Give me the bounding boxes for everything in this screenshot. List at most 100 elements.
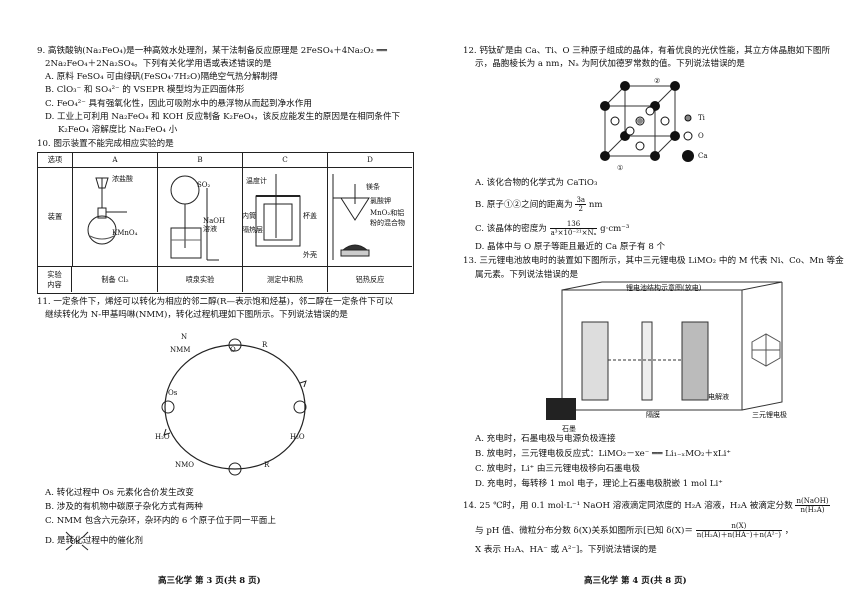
apparatus-c-drawing — [255, 174, 301, 247]
q11-option-b: B. 涉及的有机物中碳原子杂化方式有两种 — [45, 502, 203, 512]
legend-ti: Ti — [698, 114, 705, 122]
apparatus-d-drawing — [332, 174, 370, 260]
q14-stem2-text: 与 pH 值、微粒分布分数 δ(X)关系如图所示[已知 δ(X)＝ — [475, 526, 693, 536]
q14-stem-line1: 14. 25 ℃时，用 0.1 mol·L⁻¹ NaOH 溶液滴定同浓度的 H₂… — [463, 497, 830, 514]
right-page-footer: 高三化学 第 4 页(共 8 页) — [584, 576, 687, 586]
q14-fraction-1: n(NaOH)n(H₂A) — [795, 497, 830, 514]
q12-stem-line1: 12. 钙钛矿是由 Ca、Ti、O 三种原子组成的晶体，有着优良的光伏性能，其立… — [463, 46, 831, 56]
q10-apparatus-table: 选项 A B C D 装置 实验 内容 制备 Cl₂ 喷泉实验 测定中和热 铝热… — [37, 152, 414, 294]
content-b: 喷泉实验 — [158, 267, 243, 292]
q12-b-prefix: B. 原子①②之间的距离为 — [475, 200, 573, 210]
q13-option-b: B. 放电时，三元锂电极反应式：LiMO₂－xe⁻ ══ Li₁₋ₓMO₂＋xL… — [475, 449, 731, 459]
label-mno2-al: MnO₂和铝 — [370, 209, 405, 217]
table-header-content: 实验 内容 — [38, 267, 72, 292]
q9-stem-line1: 9. 高铁酸钠(Na₂FeO₄)是一种高效水处理剂，某干法制备反应原理是 2Fe… — [37, 46, 387, 56]
label-separator: 隔膜 — [646, 411, 660, 419]
q14-stem-line3: X 表示 H₂A、HA⁻ 或 A²⁻]。下列说法错误的是 — [475, 545, 657, 555]
mech-label-h2o-1: H₂O — [155, 433, 170, 441]
apparatus-b-drawing — [170, 175, 219, 261]
q9-option-a: A. 原料 FeSO₄ 可由绿矾(FeSO₄·7H₂O)隔绝空气热分解制得 — [45, 72, 278, 82]
perovskite-unit-cell — [600, 81, 680, 161]
label-atom-1: ① — [617, 164, 624, 172]
q12-c-num: 136 — [549, 220, 598, 229]
q12-c-prefix: C. 该晶体的密度为 — [475, 224, 547, 234]
mech-label-nmo: NMO — [175, 461, 195, 469]
label-electrolyte: 电解液 — [708, 393, 729, 401]
table-header-device: 装置 — [38, 168, 73, 267]
label-graphite: 石墨 — [562, 425, 576, 433]
label-atom-2: ② — [654, 77, 661, 85]
q14-fraction-2: n(X)n(H₂A)＋n(HA⁻)＋n(A²⁻) — [695, 522, 782, 539]
mech-label-o: O — [230, 346, 236, 354]
label-solution: 溶液 — [203, 225, 217, 233]
label-lid: 杯盖 — [303, 212, 317, 220]
q10-stem: 10. 图示装置不能完成相应实验的是 — [37, 139, 174, 149]
legend-o: O — [698, 132, 704, 140]
q9-option-b: B. ClO₃⁻ 和 SO₄²⁻ 的 VSEPR 模型均为正四面体形 — [45, 85, 245, 95]
q11-stem-line1: 11. 一定条件下，烯烃可以转化为相应的邻二醇(R—表示饱和烃基)，邻二醇在一定… — [37, 297, 394, 307]
q12-b-unit: nm — [588, 200, 603, 210]
content-d: 铝热反应 — [355, 275, 385, 284]
q9-stem-line2: 2Na₂FeO₄＋2Na₂SO₄。下列有关化学用语或表述错误的是 — [45, 59, 272, 69]
mech-label-n: N — [181, 333, 188, 341]
label-mg-ribbon: 镁条 — [366, 183, 380, 191]
table-col-d: D — [328, 153, 412, 168]
q12-option-d: D. 晶体中与 O 原子等距且最近的 Ca 原子有 8 个 — [475, 242, 666, 252]
content-a: 制备 Cl₂ — [73, 267, 158, 292]
mech-label-os: Os — [168, 389, 178, 397]
q12-option-a: A. 该化合物的化学式为 CaTiO₃ — [475, 178, 598, 188]
label-powder-mix: 粉的混合物 — [370, 219, 405, 227]
label-inner-cup: 内筒 — [242, 212, 256, 220]
q9-option-d-line1: D. 工业上可利用 Na₂FeO₄ 和 KOH 反应制备 K₂FeO₄，该反应能… — [45, 112, 401, 122]
q12-stem-line2: 示，晶胞棱长为 a nm，Nₐ 为阿伏加德罗常数的值。下列说法错误的是 — [475, 59, 745, 69]
q13-stem-line2: 属元素。下列说法错误的是 — [475, 270, 579, 280]
label-kclo3: 氯酸钾 — [370, 197, 391, 205]
q14-stem-line2: 与 pH 值、微粒分布分数 δ(X)关系如图所示[已知 δ(X)＝ n(X)n(… — [475, 522, 793, 539]
q13-option-c: C. 放电时，Li⁺ 由三元锂电极移向石墨电极 — [475, 464, 640, 474]
q14-frac1-den: n(H₂A) — [800, 506, 825, 514]
mech-label-r1: R — [262, 341, 268, 349]
q14-frac2-den: n(H₂A)＋n(HA⁻)＋n(A²⁻) — [696, 531, 781, 539]
q12-c-den: a³×10⁻²¹×Nₐ — [550, 229, 597, 237]
q11-option-d: D. 是转化过程中的催化剂 — [45, 536, 143, 546]
apparatus-a-drawing — [87, 177, 127, 245]
apparatus-d-cell — [328, 168, 412, 267]
label-ternary-electrode: 三元锂电极 — [752, 411, 787, 419]
label-naoh: NaOH — [203, 217, 226, 225]
q14-stem2-post: ， — [784, 526, 794, 536]
q11-option-a: A. 转化过程中 Os 元素化合价发生改变 — [45, 488, 194, 498]
legend-ca: Ca — [698, 152, 708, 160]
q9-option-c: C. FeO₄²⁻ 具有强氧化性，因此可吸附水中的悬浮物从而起到净水作用 — [45, 99, 312, 109]
label-so2: SO₂ — [197, 181, 211, 189]
q9-option-d-line2: K₂FeO₄ 溶解度比 Na₂FeO₄ 小 — [58, 125, 178, 135]
q11-mechanism-cycle — [161, 338, 307, 476]
q12-b-num: 3a — [575, 196, 587, 205]
svg-text:Os: Os — [70, 538, 80, 546]
q13-option-d: D. 充电时，每转移 1 mol 电子，理论上石墨电极脱嵌 1 mol Li⁺ — [475, 479, 723, 489]
battery-figure-title: 锂电池结构示意图(放电) — [626, 284, 702, 292]
right-page: 12. 钙钛矿是由 Ca、Ti、O 三种原子组成的晶体，有着优良的光伏性能，其立… — [430, 0, 860, 608]
mech-label-r2: R — [264, 461, 270, 469]
label-insulation: 隔热层 — [242, 226, 263, 234]
apparatus-b-cell — [158, 168, 243, 267]
table-col-c: C — [243, 153, 328, 168]
left-page: 9. 高铁酸钠(Na₂FeO₄)是一种高效水处理剂，某干法制备反应原理是 2Fe… — [37, 46, 414, 586]
content-c: 测定中和热 — [243, 267, 328, 292]
perovskite-legend — [682, 114, 694, 162]
q14-stem1-text: 14. 25 ℃时，用 0.1 mol·L⁻¹ NaOH 溶液滴定同浓度的 H₂… — [463, 501, 793, 511]
label-kmno4: KMnO₄ — [112, 229, 138, 237]
q13-stem-line1: 13. 三元锂电池放电时的装置如下图所示，其中三元锂电极 LiMO₂ 中的 M … — [463, 256, 844, 266]
label-hcl: 浓盐酸 — [112, 175, 133, 183]
q11-stem-line2: 继续转化为 N-甲基吗啉(NMM)，转化过程机理如下图所示。下列说法错误的是 — [45, 310, 348, 320]
label-thermometer: 温度计 — [246, 177, 267, 185]
mech-label-nmm: NMM — [170, 346, 191, 354]
lithium-battery-diagram — [546, 281, 783, 420]
osmium-tetroxide-icon: Os — [65, 531, 89, 551]
q14-frac1-num: n(NaOH) — [795, 497, 830, 506]
mech-label-h2o-2: H₂O — [290, 433, 305, 441]
table-header-option: 选项 — [38, 153, 73, 168]
q12-b-den: 2 — [578, 205, 583, 213]
